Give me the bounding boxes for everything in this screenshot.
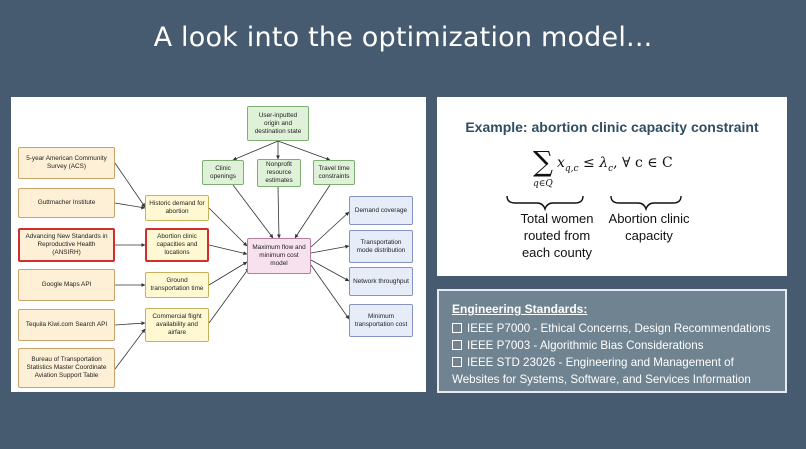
arrow bbox=[310, 264, 350, 320]
source-bts-aviation: Bureau of Transportation Statistics Mast… bbox=[18, 348, 115, 388]
standard-item: IEEE STD 23026 - Engineering and Managem… bbox=[452, 356, 734, 369]
model-diagram: User-inputted origin and destination sta… bbox=[11, 97, 426, 392]
arrow bbox=[294, 184, 331, 239]
constraint-travel-time: Travel time constraints bbox=[313, 160, 355, 185]
arrow bbox=[114, 162, 146, 208]
constraint-nonprofit-resources: Nonprofit resource estimates bbox=[257, 159, 301, 187]
example-panel: Example: abortion clinic capacity constr… bbox=[437, 97, 787, 276]
arrow bbox=[310, 244, 350, 254]
total-women-label: Total women routed from each county bbox=[520, 211, 594, 260]
clinic-capacity-label: Abortion clinic capacity bbox=[608, 211, 690, 243]
source-acs: 5-year American Community Survey (ACS) bbox=[18, 147, 115, 179]
arrow bbox=[208, 207, 248, 247]
arrow bbox=[208, 244, 248, 256]
output-demand-coverage: Demand coverage bbox=[349, 196, 413, 225]
intermediate-historic-demand: Historic demand for abortion bbox=[145, 195, 209, 221]
diagram-arrows bbox=[114, 140, 350, 370]
standard-item: IEEE P7000 - Ethical Concerns, Design Re… bbox=[452, 322, 771, 335]
arrow bbox=[310, 211, 350, 248]
standards-heading: Engineering Standards: bbox=[452, 302, 588, 316]
arrow bbox=[208, 261, 248, 286]
standard-item: IEEE P7003 - Algorithmic Bias Considerat… bbox=[452, 339, 704, 352]
top-node-origin-destination: User-inputted origin and destination sta… bbox=[247, 106, 309, 141]
constraint-clinic-openings: Clinic openings bbox=[202, 160, 244, 185]
intermediate-flight-airfare: Commercial flight availability and airfa… bbox=[145, 308, 209, 342]
engineering-standards-panel: Engineering Standards: IEEE P7000 - Ethi… bbox=[437, 289, 787, 393]
right-brace bbox=[610, 195, 682, 212]
source-google-maps: Google Maps API bbox=[18, 269, 115, 301]
arrow bbox=[310, 259, 350, 282]
example-title: Example: abortion clinic capacity constr… bbox=[465, 119, 759, 135]
intermediate-clinic-capacities: Abortion clinic capacities and locations bbox=[145, 228, 209, 262]
output-min-cost: Minimum transportation cost bbox=[349, 304, 413, 337]
arrow bbox=[276, 186, 281, 239]
slide-title: A look into the optimization model... bbox=[153, 22, 653, 53]
left-brace bbox=[506, 195, 584, 212]
formula-expression: xq,c ≤ λc, ∀ c ∈ C bbox=[557, 155, 673, 174]
sum-subscript: q∈Q bbox=[533, 179, 553, 189]
formula-braces bbox=[506, 195, 682, 212]
center-max-flow-model: Maximum flow and minimum cost model bbox=[247, 238, 311, 274]
arrow bbox=[232, 140, 279, 161]
source-kiwi: Tequila Kiwi.com Search API bbox=[18, 309, 115, 341]
standard-item-continuation: Websites for Systems, Software, and Serv… bbox=[452, 373, 751, 386]
checkbox-icon bbox=[452, 323, 462, 333]
sum-symbol: ∑ bbox=[533, 145, 553, 178]
arrow bbox=[114, 321, 146, 326]
checkbox-icon bbox=[452, 357, 462, 367]
arrow bbox=[114, 328, 146, 370]
source-ansirh: Advancing New Standards in Reproductive … bbox=[18, 228, 115, 262]
arrow bbox=[208, 267, 250, 324]
output-mode-distribution: Transportation mode distribution bbox=[349, 230, 413, 263]
source-guttmacher: Guttmacher Institute bbox=[18, 188, 115, 218]
capacity-formula: ∑ q∈Q xq,c ≤ λc, ∀ c ∈ C bbox=[533, 145, 703, 197]
intermediate-ground-time: Ground transportation time bbox=[145, 272, 209, 298]
arrow bbox=[232, 184, 274, 239]
checkbox-icon bbox=[452, 340, 462, 350]
arrow bbox=[277, 140, 331, 161]
arrow bbox=[114, 202, 146, 210]
output-network-throughput: Network throughput bbox=[349, 267, 413, 296]
